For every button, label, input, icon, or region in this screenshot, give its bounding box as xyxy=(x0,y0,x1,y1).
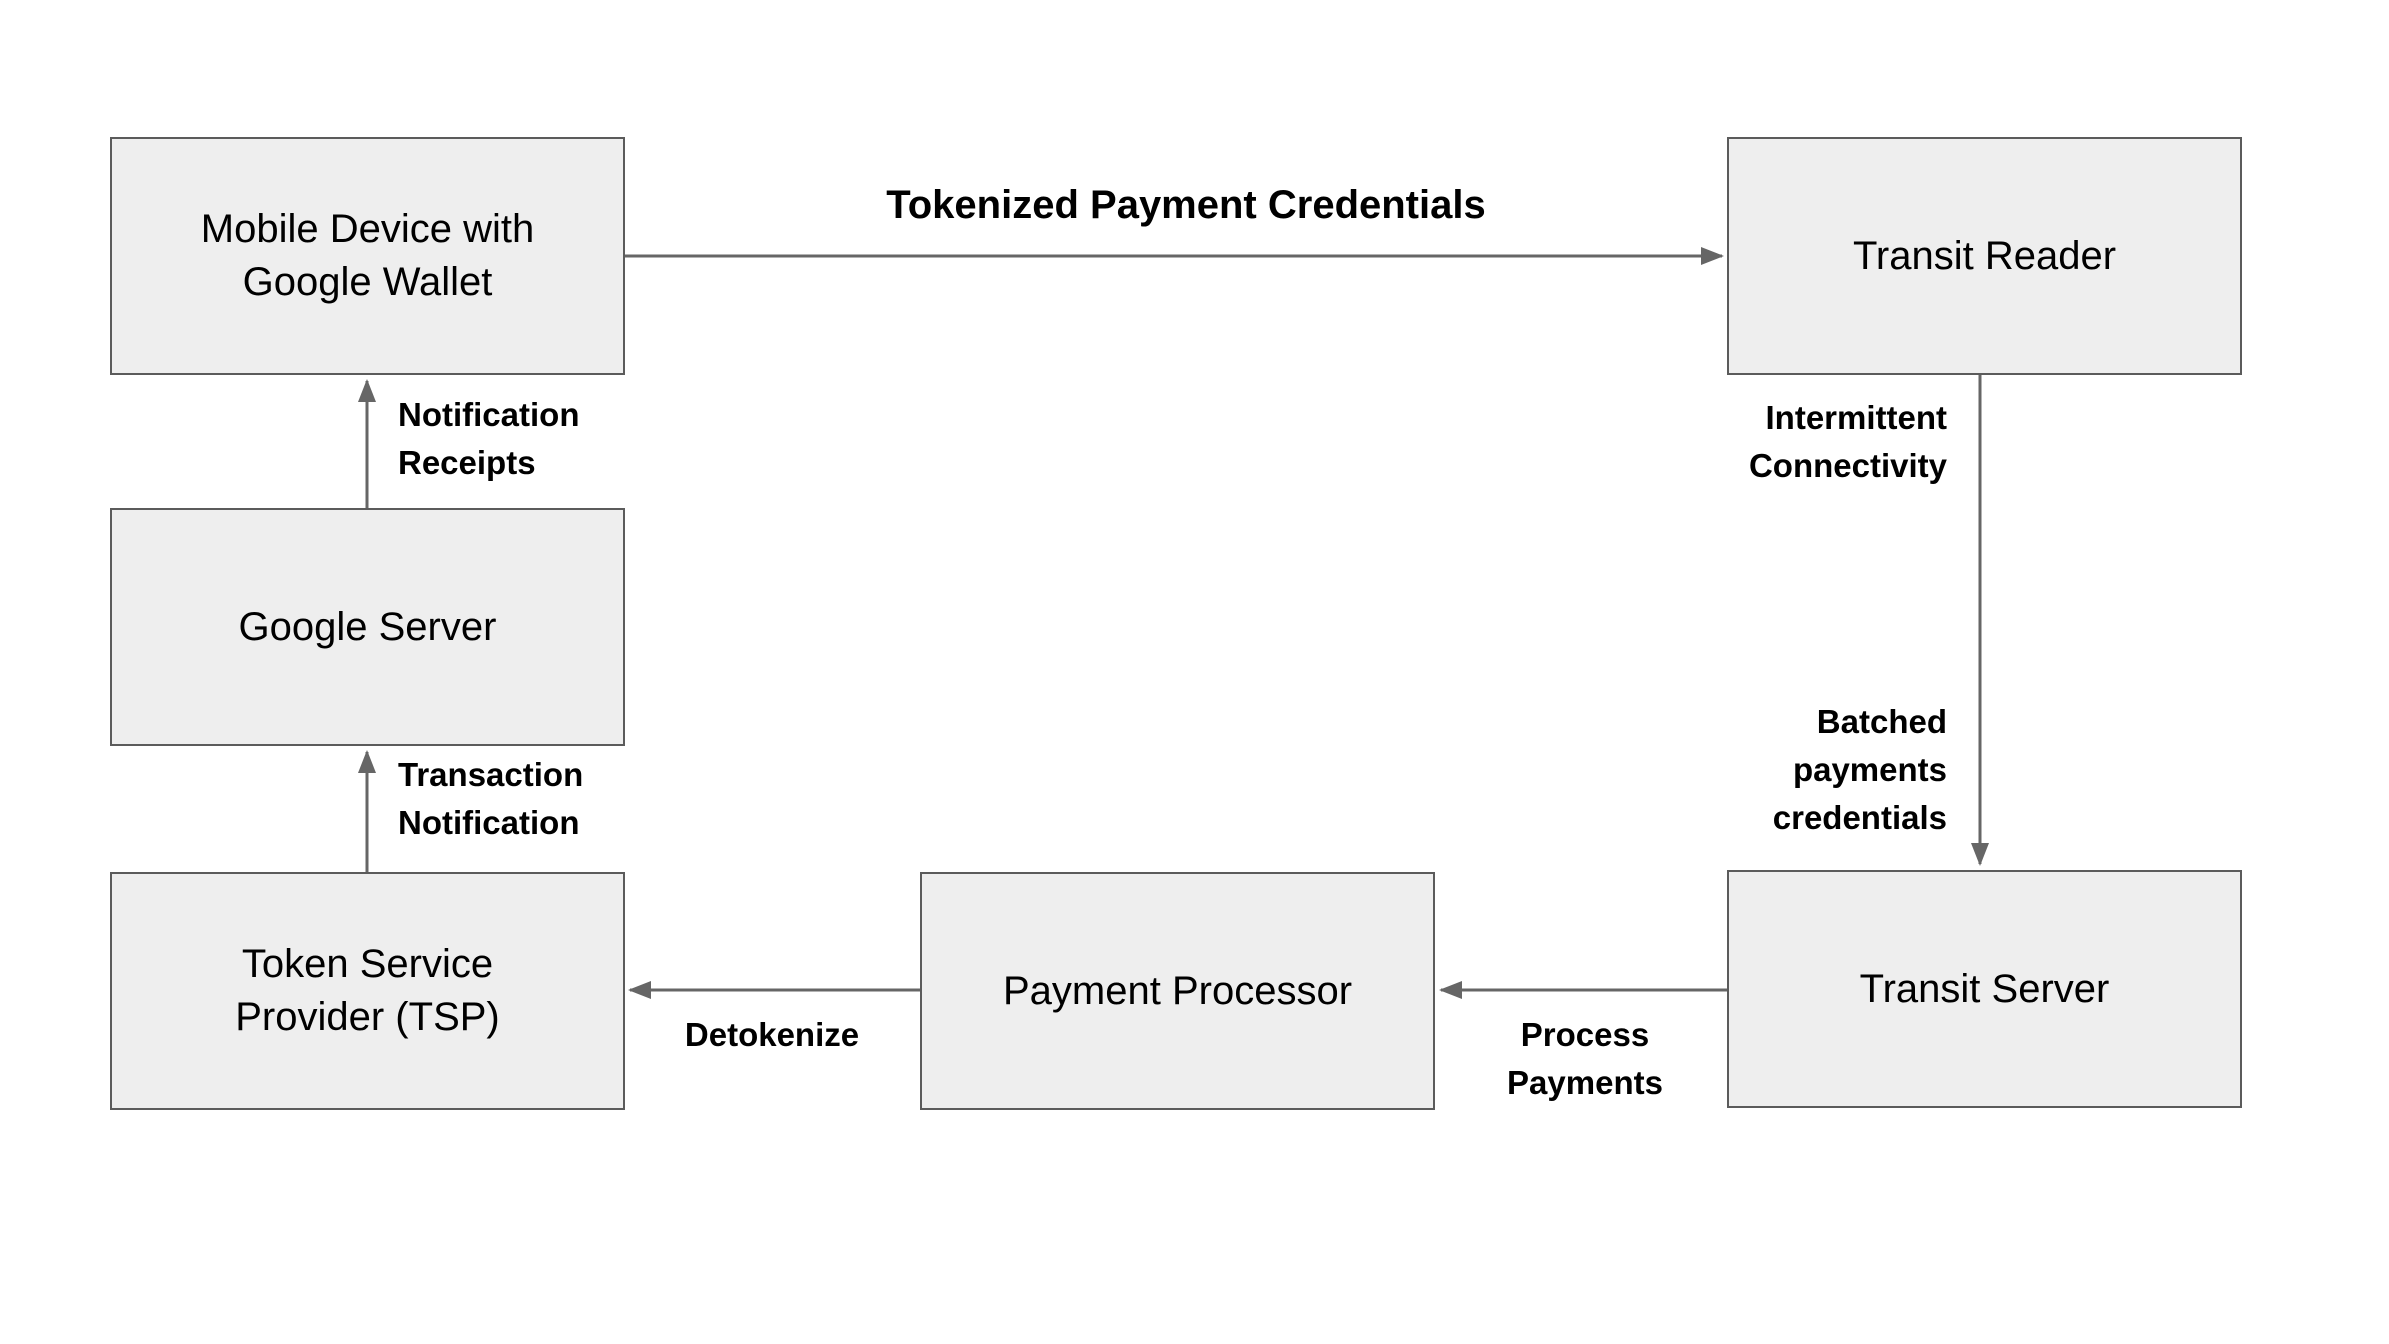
edge-label-line: Process xyxy=(1520,1016,1650,1053)
node-label-line: Transit Server xyxy=(1859,966,2110,1011)
node-label-line: Token Service xyxy=(241,942,494,986)
node-label-line: Mobile Device with xyxy=(200,207,535,251)
detokenize-label: Detokenize xyxy=(622,1011,922,1059)
node-label-line: Provider (TSP) xyxy=(235,995,500,1039)
edge-label-line: Receipts xyxy=(398,444,536,481)
edge-label-line: Transaction xyxy=(398,756,584,793)
node-label-line: Google Server xyxy=(238,604,497,649)
tokenized-payment-credentials-label: Tokenized Payment Credentials xyxy=(786,181,1586,229)
transit-server-box: Transit Server xyxy=(1727,870,2242,1108)
intermittent-connectivity-label: Intermittent Connectivity xyxy=(1547,394,1947,490)
transit-reader-box: Transit Reader xyxy=(1727,137,2242,375)
edge-label-line: credentials xyxy=(1772,799,1947,836)
payment-processor-box: Payment Processor xyxy=(920,872,1435,1110)
node-label-line: Payment Processor xyxy=(1002,968,1353,1013)
token-service-provider-box: Token Service Provider (TSP) xyxy=(110,872,625,1110)
node-label-line: Google Wallet xyxy=(242,260,493,304)
transaction-notification-label: Transaction Notification xyxy=(398,751,583,847)
edge-label-line: Notification xyxy=(398,804,580,841)
edge-label-line: Connectivity xyxy=(1748,447,1947,484)
google-server-box: Google Server xyxy=(110,508,625,746)
edge-label-line: Payments xyxy=(1507,1064,1663,1101)
notification-receipts-label: Notification Receipts xyxy=(398,391,579,487)
edge-label-line: Notification xyxy=(398,396,580,433)
edge-label-line: payments xyxy=(1792,751,1947,788)
node-label-line: Transit Reader xyxy=(1852,233,2117,278)
edge-label-line: Detokenize xyxy=(684,1016,860,1053)
mobile-device-google-wallet-box: Mobile Device with Google Wallet xyxy=(110,137,625,375)
process-payments-label: Process Payments xyxy=(1435,1011,1735,1107)
batched-payments-credentials-label: Batched payments credentials xyxy=(1547,698,1947,842)
edge-label-line: Tokenized Payment Credentials xyxy=(886,183,1486,227)
edge-label-line: Batched xyxy=(1816,703,1947,740)
edge-label-line: Intermittent xyxy=(1765,399,1948,436)
